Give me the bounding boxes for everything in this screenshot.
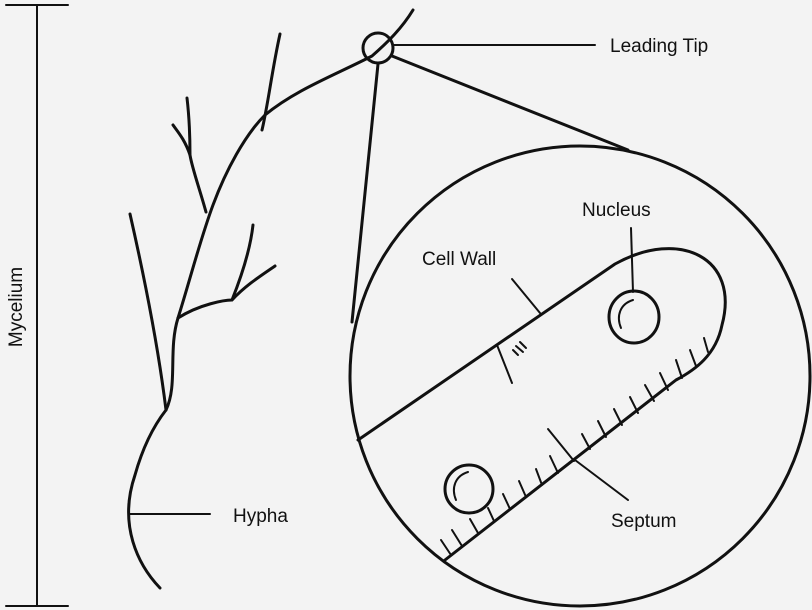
nucleus-label: Nucleus	[582, 200, 651, 221]
cell-wall-leader	[511, 278, 541, 314]
nucleus-leader	[630, 227, 634, 293]
magnified-view-circle	[348, 144, 812, 608]
hypha-main-strand	[127, 8, 415, 590]
hypha-network	[127, 8, 415, 590]
leading-tip-label: Leading Tip	[610, 36, 708, 57]
hypha-branch-lower-twig	[230, 223, 255, 302]
nucleus-icon-secondary	[443, 463, 495, 515]
hypha-label: Hypha	[233, 506, 288, 527]
septum-cross-line	[496, 344, 513, 384]
leading-tip-marker	[361, 31, 395, 65]
septum-label: Septum	[611, 511, 676, 532]
hypha-branch-middle	[188, 153, 208, 214]
septum-leader	[574, 459, 629, 501]
mycelium-label: Mycelium	[6, 267, 27, 347]
hypha-branch-left-long	[128, 212, 168, 412]
cell-wall-label: Cell Wall	[422, 249, 496, 270]
hypha-cell-magnified	[356, 247, 727, 562]
hypha-branch-middle-twig-a	[171, 123, 192, 157]
hypha-branch-middle-twig-b	[185, 96, 192, 157]
zoom-line-right	[390, 54, 630, 152]
mycelium-bracket	[5, 4, 69, 607]
nucleus-icon	[607, 289, 661, 345]
hypha-branch-upper	[260, 32, 282, 132]
cell-cilia	[440, 337, 709, 556]
zoom-line-left	[350, 62, 380, 324]
cell-wall-outline	[356, 247, 727, 562]
